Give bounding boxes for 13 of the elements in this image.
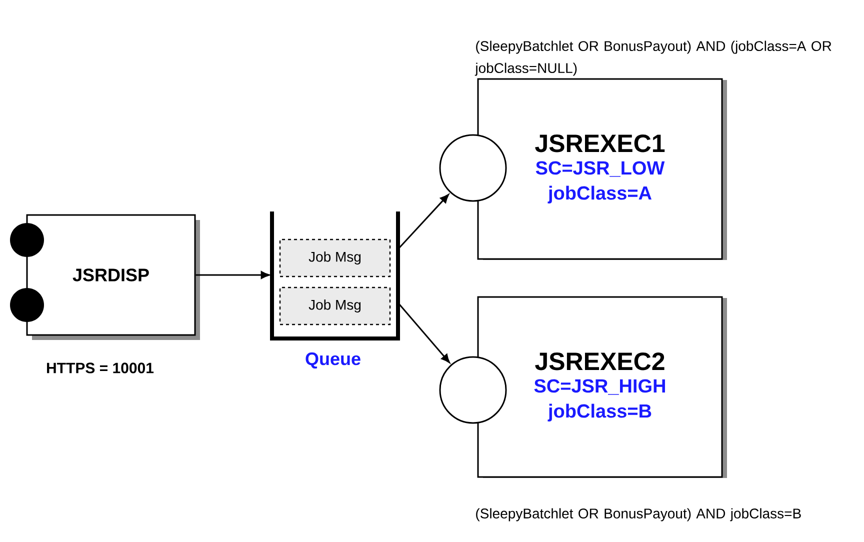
endpoint-circle (439, 356, 507, 424)
arrow (399, 194, 449, 248)
executor-box: JSREXEC2 SC=JSR_HIGH jobClass=B (477, 296, 727, 478)
arrow (196, 271, 270, 279)
server-box: JSRDISP (26, 214, 200, 340)
condition-text: (SleepyBatchlet OR BonusPayout) AND jobClass=B (476, 508, 801, 522)
endpoint-circle (439, 134, 507, 202)
condition-text: (SleepyBatchlet OR BonusPayout) AND (jobClass=A OR jobClass=NULL) (474, 40, 832, 76)
executor-box: JSREXEC1 SC=JSR_LOW jobClass=A (477, 78, 727, 260)
port-label: HTTPS = 10001 (47, 362, 154, 374)
message-box: Job Msg (279, 238, 391, 278)
arrow (398, 304, 450, 363)
message-box: Job Msg (279, 286, 391, 326)
